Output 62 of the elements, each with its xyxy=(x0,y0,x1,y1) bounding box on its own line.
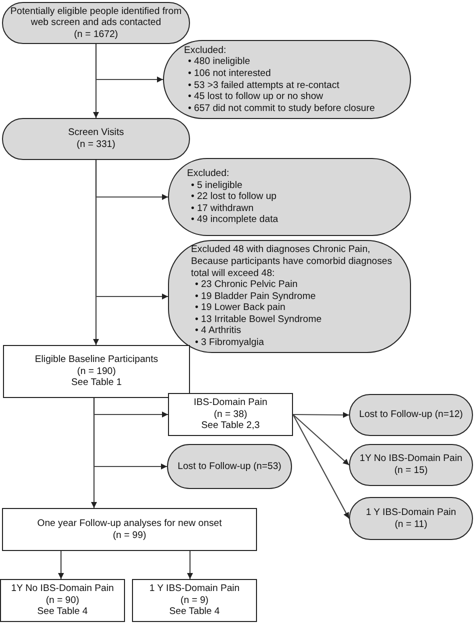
node-text: 1Y No IBS-Domain Pain xyxy=(358,453,464,465)
node-text: (n = 15) xyxy=(393,465,429,477)
node-text: See Table 2,3 xyxy=(200,420,261,432)
list-item: • 4 Arthritis xyxy=(195,325,242,338)
list-item: • 19 Lower Back pain xyxy=(195,302,286,314)
rounded-box xyxy=(2,118,190,160)
process-box xyxy=(132,579,257,622)
list-item: • 480 ineligible xyxy=(188,56,252,68)
list-item: • 657 did not commit to study before closure xyxy=(188,102,376,114)
process-box xyxy=(168,393,293,436)
arrow xyxy=(91,398,97,508)
node-text: Screen Visits xyxy=(67,127,125,139)
node-text: 1 Y IBS-Domain Pain xyxy=(364,506,458,518)
arrow xyxy=(93,44,99,118)
list-item: • 13 Irritable Bowel Syndrome xyxy=(195,314,323,326)
list-item: • 17 withdrawn xyxy=(191,202,255,214)
node-text: (n = 99) xyxy=(112,530,148,542)
node-text: (n = 190) xyxy=(76,366,117,378)
rounded-box xyxy=(2,2,190,44)
list-item: • 23 Chronic Pelvic Pain xyxy=(195,279,299,291)
arrow xyxy=(292,414,350,519)
node-text: See Table 4 xyxy=(168,606,221,618)
rounded-box xyxy=(167,444,292,489)
list-item: • 53 >3 failed attempts at re-contact xyxy=(188,80,340,92)
list-item: • 5 ineligible xyxy=(191,180,244,192)
node-text: IBS-Domain Pain xyxy=(192,397,268,409)
node-heading: Excluded: xyxy=(184,44,228,56)
list-item: • 45 lost to follow up or no show xyxy=(188,91,324,103)
node-text: (n = 38) xyxy=(212,408,248,420)
list-item: • 49 incomplete data xyxy=(191,214,280,226)
process-box xyxy=(3,345,190,398)
process-box xyxy=(0,579,125,622)
node-text: (n = 11) xyxy=(394,518,428,530)
list-item: • 106 not interested xyxy=(188,68,272,80)
node-text: 1Y No IBS-Domain Pain xyxy=(10,583,115,595)
node-text: See Table 4 xyxy=(36,606,89,618)
node-text: Potentially eligible people identified from web screen and ads contacted xyxy=(9,6,183,29)
node-text: (n = 9) xyxy=(180,594,210,606)
arrow xyxy=(293,412,349,418)
list-item: • 22 lost to follow up xyxy=(191,191,278,203)
node-text: Eligible Baseline Participants xyxy=(34,354,160,366)
node-text: One year Follow-up analyses for new onset xyxy=(36,518,223,530)
node-text: See Table 1 xyxy=(70,377,123,389)
rounded-box xyxy=(349,394,473,436)
rounded-box xyxy=(168,240,411,353)
node-text: (n = 331) xyxy=(76,139,116,151)
process-box xyxy=(2,508,257,551)
node-text: 1 Y IBS-Domain Pain xyxy=(148,583,241,595)
node-text: (n = 90) xyxy=(44,594,80,606)
node-heading: Excluded 48 with diagnoses Chronic Pain, Because participants have comorbid diagnoses total will exceed 48: xyxy=(191,244,394,280)
list-item: • 19 Bladder Pain Syndrome xyxy=(195,290,317,302)
arrow xyxy=(93,160,99,345)
node-heading: Excluded: xyxy=(187,168,230,180)
rounded-box xyxy=(349,497,473,540)
rounded-box xyxy=(349,444,473,486)
node-text: (n = 1672) xyxy=(72,28,119,40)
arrow xyxy=(187,551,193,579)
list-item: • 3 Fibromyalgia xyxy=(195,337,265,349)
node-text: Lost to Follow-up (n=12) xyxy=(358,409,464,421)
arrow xyxy=(292,414,350,466)
node-text: Lost to Follow-up (n=53) xyxy=(176,460,282,472)
arrow xyxy=(58,551,64,579)
